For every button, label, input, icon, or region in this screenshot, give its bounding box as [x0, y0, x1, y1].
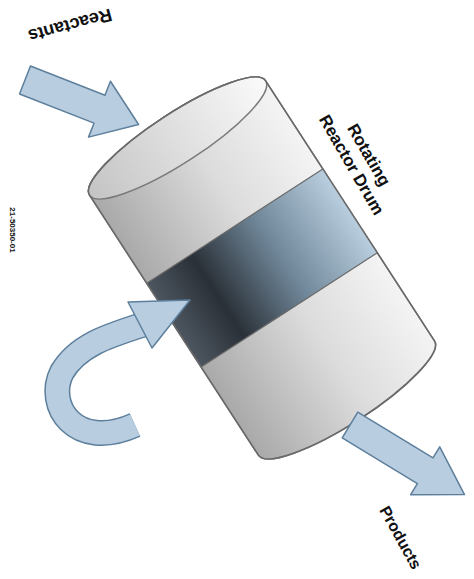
figure-number: 21-50350-01 — [7, 207, 16, 252]
outlet-label: Products — [375, 503, 425, 573]
reactor-drum — [76, 60, 448, 476]
reactants-arrow — [14, 52, 149, 152]
inlet-label: Reactants — [26, 4, 114, 46]
products-arrow — [335, 401, 474, 518]
rotation-arrow — [57, 300, 190, 433]
